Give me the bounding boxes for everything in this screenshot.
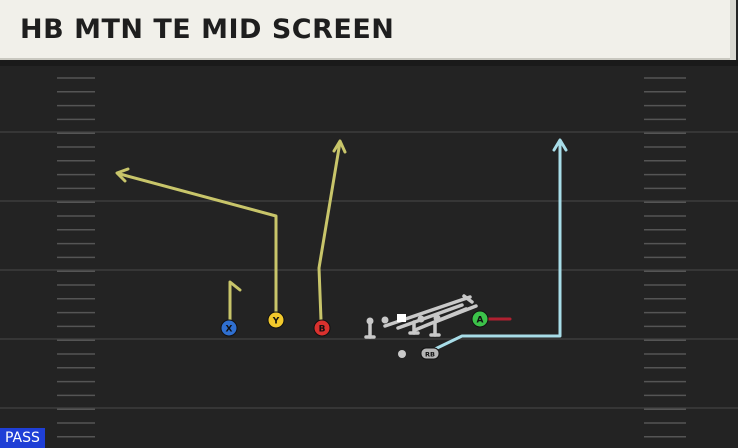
route-y xyxy=(115,167,278,314)
b-button-icon xyxy=(313,319,331,337)
lineman-left-tackle xyxy=(366,317,374,325)
a-button-label: A xyxy=(477,316,484,326)
lineman-right-guard xyxy=(417,315,425,323)
offensive-line-blocks xyxy=(364,294,478,339)
center-lineman xyxy=(397,314,406,322)
route-y-arrowhead xyxy=(115,167,130,183)
player-a: A xyxy=(471,310,489,328)
play-title-bar: HB MTN TE MID SCREEN xyxy=(0,0,736,60)
lineman-right-tackle xyxy=(433,314,441,322)
hash-marks xyxy=(57,77,686,438)
lineman-left-guard xyxy=(381,316,389,324)
rb-button-label: RB xyxy=(425,351,435,359)
route-b xyxy=(317,139,347,322)
x-button-icon xyxy=(220,319,238,337)
route-rb-arrowhead xyxy=(552,138,568,152)
player-rb: RB xyxy=(420,347,440,360)
route-b-arrowhead xyxy=(332,139,347,154)
b-button-label: B xyxy=(319,325,326,335)
player-y: Y xyxy=(267,311,285,329)
player-x: X xyxy=(220,319,238,337)
field-background xyxy=(0,60,738,448)
field-shade xyxy=(0,60,738,66)
route-rb xyxy=(431,138,568,352)
y-button-icon xyxy=(267,311,285,329)
lineman-markers xyxy=(366,314,441,325)
play-title: HB MTN TE MID SCREEN xyxy=(20,14,395,45)
play-type-badge: PASS xyxy=(0,428,45,448)
route-x xyxy=(228,280,242,322)
yard-lines xyxy=(0,131,738,409)
x-button-label: X xyxy=(226,325,233,335)
play-field: X Y B A RB xyxy=(0,60,738,448)
y-button-label: Y xyxy=(272,317,280,327)
quarterback-marker xyxy=(398,350,406,358)
rb-button-icon xyxy=(420,347,440,360)
player-b: B xyxy=(313,319,331,337)
a-button-icon xyxy=(471,310,489,328)
